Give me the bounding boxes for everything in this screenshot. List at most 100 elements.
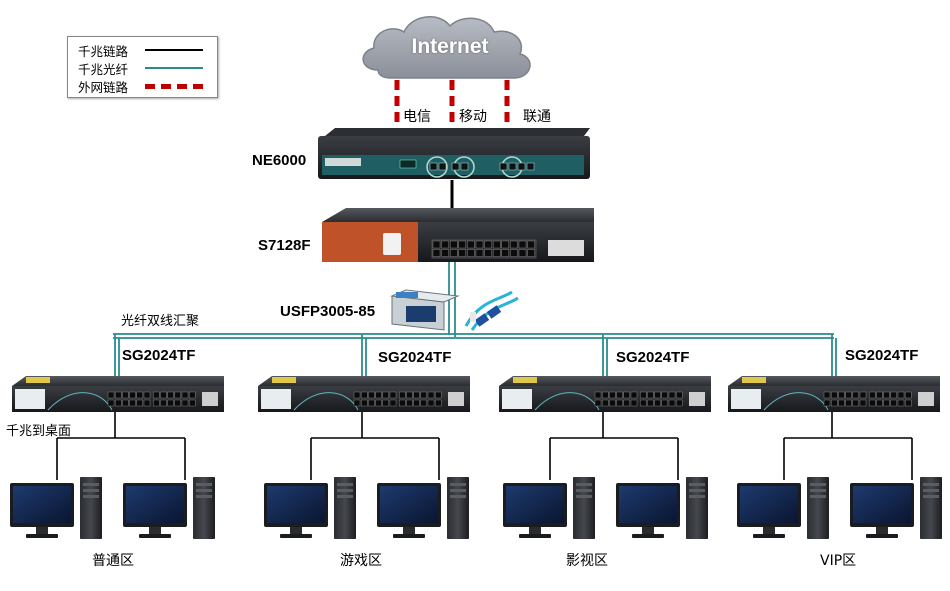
pc-tower [334, 477, 356, 539]
core-switch-port [527, 249, 535, 257]
monitor-stand [876, 527, 888, 534]
access-switch-port [823, 391, 831, 399]
core-switch-port [458, 249, 466, 257]
access-switch-label-2: SG2024TF [378, 349, 452, 366]
pc-tower-bay [576, 489, 592, 492]
access-switch-logo-plate [15, 389, 45, 409]
core-switch-port [432, 249, 441, 257]
access-switch-port [838, 391, 845, 399]
monitor-base [26, 534, 58, 538]
monitor-stand [403, 527, 415, 534]
access-switch-port [869, 391, 876, 399]
pc-tower-bay [810, 495, 826, 498]
access-switch-logo-plate [731, 389, 761, 409]
aggregation-label: 光纤双线汇聚 [121, 314, 200, 329]
access-switch-sfp-slot [448, 392, 464, 406]
core-switch-ports [432, 240, 535, 257]
pc-tower-bay [810, 483, 826, 486]
access-group-3 [499, 334, 711, 539]
access-switch-port [905, 391, 912, 399]
monitor-base [280, 534, 312, 538]
core-switch-port [450, 240, 458, 249]
core-switch-port [510, 240, 518, 249]
pc-tower-bay [810, 489, 826, 492]
monitor-screen [126, 486, 184, 523]
zone-label-3: 影视区 [566, 553, 608, 569]
monitor-screen [506, 486, 564, 523]
access-switch-port [353, 399, 361, 407]
access-switch-port [114, 391, 122, 399]
access-switch-front [499, 386, 711, 412]
access-switch-port [668, 391, 676, 399]
access-switch-port [389, 399, 397, 407]
access-switch-front [258, 386, 470, 412]
core-switch-port [450, 249, 458, 257]
access-switch-badge [272, 377, 296, 383]
access-switch-port [883, 399, 890, 407]
access-switch-port [602, 391, 609, 399]
monitor-stand [290, 527, 302, 534]
core-switch-port [484, 240, 492, 249]
legend-label-fiber: 千兆光纤 [78, 62, 129, 77]
access-switch-port [845, 399, 852, 407]
access-switch-sfp-slot [689, 392, 705, 406]
access-switch-port [661, 391, 668, 399]
pc-tower-bay [450, 495, 466, 498]
monitor-screen [380, 486, 438, 523]
access-switch-port [129, 391, 136, 399]
access-switch-port [122, 399, 129, 407]
access-switch-port [399, 391, 406, 399]
core-switch-port [467, 249, 475, 257]
access-switch-port [831, 399, 838, 407]
core-switch-label: S7128F [258, 237, 311, 254]
access-switch-top [258, 376, 470, 386]
access-switch-port [181, 391, 189, 399]
access-switch-port [676, 399, 683, 407]
access-switch-port [368, 399, 375, 407]
monitor-base [519, 534, 551, 538]
core-switch-port [484, 249, 492, 257]
monitor-stand [529, 527, 541, 534]
monitor-stand [763, 527, 775, 534]
access-switch-label-1: SG2024TF [122, 347, 196, 364]
pc-tower-bay [689, 483, 705, 486]
access-switch-port [647, 399, 654, 407]
access-switch-port [859, 399, 867, 407]
access-switch-port [435, 399, 442, 407]
access-switch-top [499, 376, 711, 386]
pc-tower-bay [83, 489, 99, 492]
access-switch-port [676, 391, 683, 399]
access-switch-port [883, 391, 890, 399]
access-switch-port [838, 399, 845, 407]
access-switch-port [890, 391, 897, 399]
monitor-screen [267, 486, 325, 523]
legend: 千兆链路 千兆光纤 外网链路 [67, 36, 218, 98]
core-switch-port [510, 249, 518, 257]
access-switch-port [160, 391, 167, 399]
access-switch-port [143, 391, 151, 399]
access-switch-port [905, 399, 912, 407]
pc-tower-bay [196, 489, 212, 492]
access-switch-port [136, 399, 144, 407]
pc-tower [573, 477, 595, 539]
core-switch-port [493, 249, 501, 257]
core-switch-port [458, 240, 466, 249]
core-switch-port [441, 249, 449, 257]
isp-label-mobile: 移动 [459, 109, 487, 125]
access-switch-port [630, 391, 638, 399]
pc-tower-bay [923, 483, 939, 486]
access-switch-port [107, 399, 115, 407]
pc-tower-bay [450, 483, 466, 486]
core-switch-port [432, 240, 441, 249]
router-label: NE6000 [252, 152, 307, 169]
access-switch-port [174, 399, 182, 407]
pc-tower [447, 477, 469, 539]
access-switch-port [160, 399, 167, 407]
isp-label-telecom: 电信 [403, 109, 431, 125]
access-switch-port [630, 399, 638, 407]
access-switch-port [897, 399, 905, 407]
pc-tower-bay [337, 483, 353, 486]
access-switch-port [623, 391, 630, 399]
pc-tower-bay [576, 483, 592, 486]
pc-tower-bay [923, 495, 939, 498]
